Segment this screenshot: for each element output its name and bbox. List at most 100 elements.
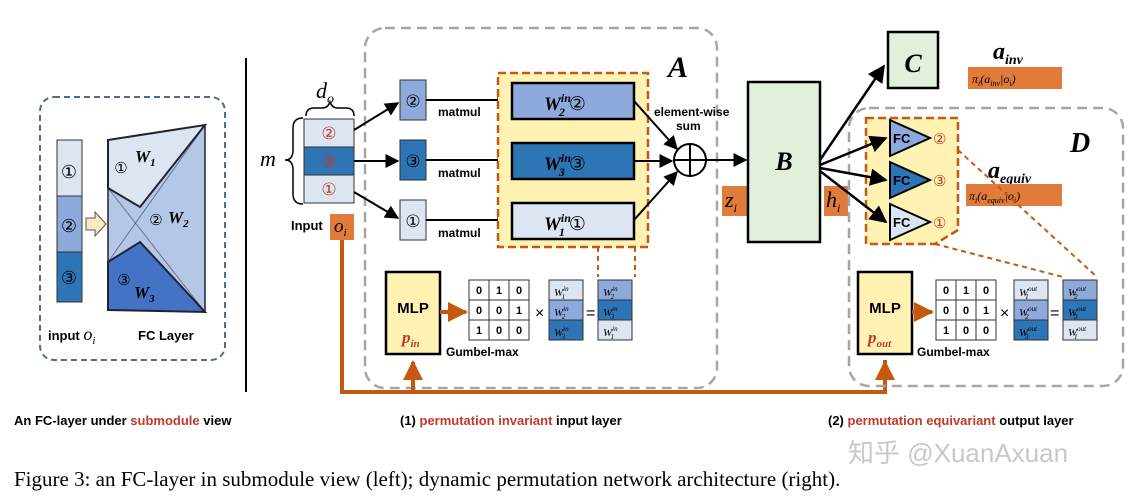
stack-cell (548, 319, 584, 341)
w2-in-box (510, 81, 636, 121)
fc-w2-circle: ② (149, 212, 162, 229)
left-slot-1-label: ① (61, 162, 77, 182)
arrow-input-to-perm3 (353, 191, 400, 219)
watermark: 知乎 @XuanAxuan (848, 438, 1068, 468)
arrow-w1-sum (633, 170, 678, 221)
matrix-cell (508, 319, 530, 341)
arrow-b-fc2 (819, 166, 888, 186)
perm-box-3-label: ① (405, 212, 420, 231)
zi-label: zi (724, 187, 737, 215)
matrix-cell-value: 1 (516, 305, 522, 317)
fc-w3-circle: ③ (117, 272, 130, 289)
matrix-cell-value: 1 (983, 305, 989, 317)
sum-label-2: sum (676, 119, 701, 133)
fc-w1-label: W1 (135, 147, 156, 169)
pi-inv-label: πi(ainv|oi) (972, 72, 1016, 88)
matrix-cell-value: 0 (963, 325, 969, 337)
zi-badge (722, 186, 748, 216)
arrow-b-to-c (818, 64, 886, 161)
left-fc-layer-label: FC Layer (138, 328, 194, 343)
matrix-cell-value: 0 (476, 305, 482, 317)
mlp-in-label: MLP (397, 300, 429, 317)
left-slot-3 (56, 251, 83, 303)
a-equiv-label: aequiv (988, 158, 1032, 187)
oi-label: oi (334, 216, 347, 239)
connector-fc-out (957, 149, 1098, 278)
mlp-out-label: MLP (869, 300, 901, 317)
matrix-cell-value: 0 (943, 305, 949, 317)
fc-out-3-circle: ① (933, 215, 946, 232)
perm-box-2-label: ③ (405, 152, 420, 171)
fc-out-1 (889, 118, 933, 158)
fc-out-2-circle: ③ (933, 173, 946, 190)
left-input-label: input oi (48, 324, 95, 347)
stack-cell (597, 319, 633, 341)
center-caption: (1) permutation invariant input layer (400, 413, 622, 428)
fc-w1-circle: ① (114, 160, 127, 177)
matmul-label-1: matmul (438, 105, 481, 119)
matrix-cell-value: 1 (943, 325, 949, 337)
fc-out-2-label: FC (893, 173, 911, 188)
fc-out-2 (889, 160, 933, 200)
input-label: Input (291, 218, 323, 233)
matrix-cell-value: 0 (983, 325, 989, 337)
do-brace (305, 99, 355, 117)
module-a-label: A (666, 51, 688, 84)
a-inv-label: ainv (993, 39, 1024, 68)
p-in-label: pin (400, 328, 420, 350)
input-slot-3 (303, 174, 355, 204)
left-slot-3-label: ③ (61, 268, 77, 288)
gumbel-out-label: Gumbel-max (917, 345, 990, 359)
matrix-cell-value: 1 (963, 285, 969, 297)
mlp-in-box (384, 270, 442, 356)
m-label: m (260, 146, 276, 171)
module-c-label: C (904, 49, 922, 78)
pi-equiv-label: πi(aequiv|oi) (969, 189, 1020, 205)
left-slot-2-label: ② (61, 216, 77, 236)
fc-diagonal (107, 187, 206, 313)
matrix-cell-value: 0 (983, 285, 989, 297)
w1-in-box (510, 201, 636, 241)
right-caption: (2) permutation equivariant output layer (828, 413, 1074, 428)
module-c-box (886, 30, 940, 90)
fc-out-1-label: FC (893, 131, 911, 146)
stack-cell (1062, 319, 1098, 341)
equals-in: = (586, 305, 595, 322)
module-b-box (746, 80, 822, 244)
mlp-out-box (856, 270, 914, 356)
perm-box-2 (399, 139, 427, 181)
module-d-label: D (1069, 128, 1090, 159)
fc-w2-label: W2 (168, 208, 189, 230)
perm-box-1 (399, 79, 427, 121)
matrix-cell-value: 1 (476, 325, 482, 337)
fc-out-3-label: FC (893, 215, 911, 230)
matrix-cell-value: 0 (943, 285, 949, 297)
matrix-cell-value: 0 (476, 285, 482, 297)
left-panel-frame (39, 96, 226, 361)
arrow-input-to-perm1 (353, 102, 400, 131)
oi-badge (330, 214, 354, 240)
sum-label-1: element-wise (654, 105, 730, 119)
matrix-cell (975, 319, 997, 341)
connector-fc-out-2 (934, 243, 1064, 278)
left-slot-2 (56, 195, 83, 253)
figure-caption: Figure 3: an FC-layer in submodule view … (14, 467, 840, 491)
gumbel-in-label: Gumbel-max (446, 345, 519, 359)
